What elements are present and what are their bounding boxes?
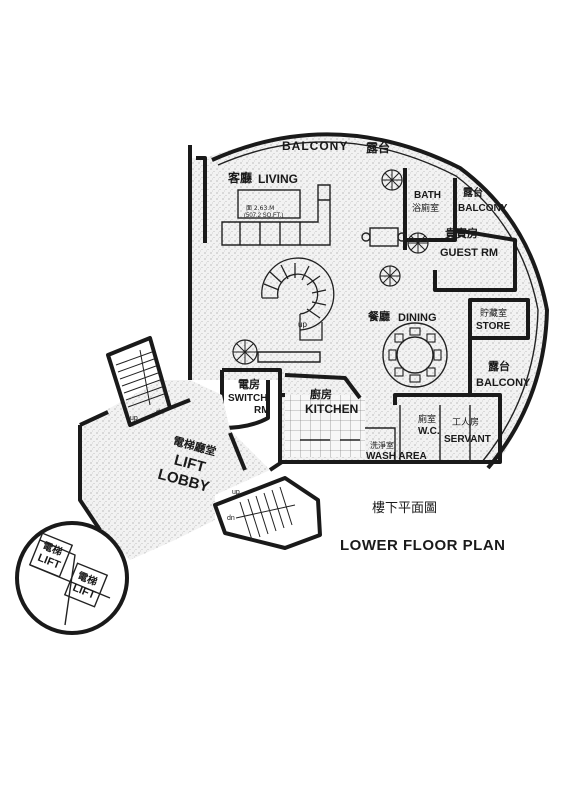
coffee-table (237, 189, 301, 219)
balcony-right-label-cn: 露台 (463, 186, 483, 199)
dining-chairs (388, 327, 442, 383)
dining-rug (382, 322, 448, 388)
living-label: LIVING (258, 172, 298, 186)
switch-room-label-1: SWITCH (228, 393, 267, 404)
living-top-wall (196, 156, 207, 243)
wash-area-fixtures (300, 427, 396, 460)
lift-car-1 (28, 532, 74, 578)
stair-upper-up-label: up (130, 415, 138, 422)
store-label-cn: 貯藏室 (480, 307, 507, 319)
lobby-floor (80, 380, 270, 560)
dining-table (396, 336, 434, 374)
wash-area-label-cn: 洗淨室 (370, 440, 394, 450)
stair-core-upper-treads (115, 349, 165, 408)
chair (361, 232, 371, 242)
wc-servant-walls (399, 405, 471, 462)
outer-curved-wall (211, 132, 549, 470)
wc-label-cn: 廁室 (418, 413, 436, 425)
plan-title: LOWER FLOOR PLAN (340, 537, 506, 554)
balcony-lower-label: BALCONY (476, 377, 531, 389)
store-label: STORE (476, 321, 511, 332)
spiral-stair-up-label: up (298, 320, 307, 329)
sofa-cushions (239, 199, 330, 245)
guest-label-cn: 貴賓房 (445, 226, 478, 240)
balcony-top-label-cn: 露台 (366, 140, 390, 155)
store-walls (468, 298, 530, 340)
lobby-walls (78, 398, 284, 532)
servant-label-cn: 工人房 (452, 416, 479, 428)
switch-room-label-2: RM (254, 405, 270, 416)
outer-curved-wall-inner (217, 141, 539, 463)
bath-label: BATH (414, 190, 441, 201)
balcony-right-label: BALCONY (458, 203, 508, 214)
lift-1-label-group: 電梯 LIFT (36, 539, 64, 572)
wash-area-label: WASH AREA (366, 451, 427, 462)
switch-room-label-cn: 電房 (238, 377, 260, 391)
spiral-staircase (261, 257, 335, 341)
plant-icon (379, 265, 401, 287)
living-area: 面 2.63.M (246, 205, 274, 212)
stair-core-lower-treads (235, 486, 296, 541)
guest-label: GUEST RM (440, 247, 498, 259)
living-label-cn: 客廳 (227, 170, 252, 185)
balcony-top-label: BALCONY (282, 139, 348, 153)
plan-title-cn: 樓下平面圖 (372, 501, 437, 516)
kitchen-label-cn: 廚房 (310, 387, 332, 401)
balcony-lower-label-cn: 露台 (488, 359, 510, 373)
stair-lower-up-label: up (232, 489, 240, 496)
plant-icon (407, 232, 429, 254)
dining-label-cn: 餐廳 (367, 309, 390, 323)
lift-car-2 (63, 562, 109, 608)
plant-icon (381, 169, 403, 191)
living-area-sqft: (507.2 SQ.FT.) (244, 213, 283, 219)
kitchen-floor (285, 395, 365, 457)
stair-upper-dn-label: dn (156, 409, 164, 416)
lift-shaft-circle (15, 521, 129, 635)
lift-2-label-group: 電梯 LIFT (71, 569, 99, 602)
stair-core-lower (213, 476, 322, 550)
bath-walls (403, 168, 457, 242)
bath-label-cn: 浴廁室 (412, 202, 439, 214)
kitchen-label: KITCHEN (305, 402, 358, 416)
chair (397, 232, 407, 242)
servant-label: SERVANT (444, 434, 491, 445)
wc-label: W.C. (418, 426, 440, 437)
bench (257, 351, 321, 363)
plant-icon (232, 339, 258, 365)
stair-lower-dn-label: dn (227, 515, 235, 522)
sofa (221, 184, 331, 246)
kitchen-walls (222, 368, 502, 464)
guest-walls (403, 228, 517, 292)
dining-label: DINING (398, 312, 437, 324)
